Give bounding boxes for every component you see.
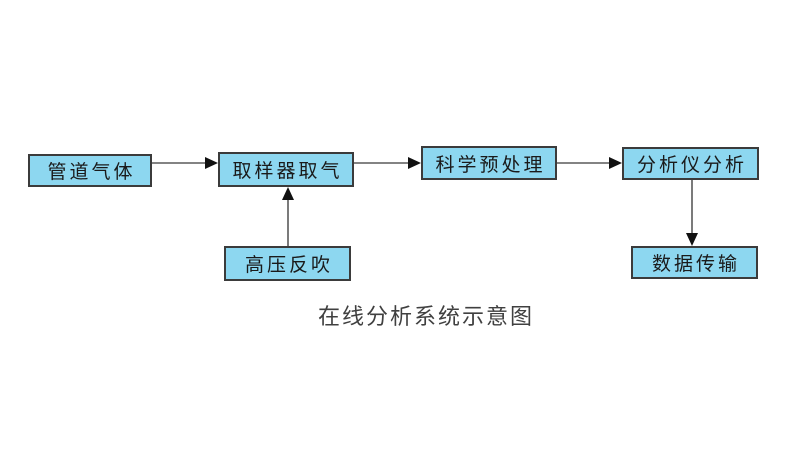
arrow-pipeline-to-sampler (152, 157, 218, 169)
node-backflush-label: 高压反吹 (244, 255, 333, 276)
node-backflush: 高压反吹 (224, 246, 351, 281)
node-pipeline-gas-label: 管道气体 (47, 162, 136, 183)
node-analyzer: 分析仪分析 (622, 147, 759, 180)
node-data-transmission: 数据传输 (631, 246, 758, 279)
node-pretreatment-label: 科学预处理 (435, 154, 546, 176)
node-pretreatment: 科学预处理 (421, 146, 557, 180)
node-data-transmission-label: 数据传输 (651, 254, 740, 275)
diagram-caption: 在线分析系统示意图 (317, 304, 534, 329)
arrow-pretreatment-to-analyzer (557, 157, 622, 169)
node-pipeline-gas: 管道气体 (28, 154, 152, 187)
arrow-analyzer-to-data (686, 180, 698, 246)
node-analyzer-label: 分析仪分析 (636, 155, 747, 176)
arrow-backflush-to-sampler (282, 187, 294, 246)
node-sampler: 取样器取气 (218, 152, 354, 187)
node-sampler-label: 取样器取气 (232, 161, 343, 182)
arrow-sampler-to-pretreatment (354, 157, 421, 169)
